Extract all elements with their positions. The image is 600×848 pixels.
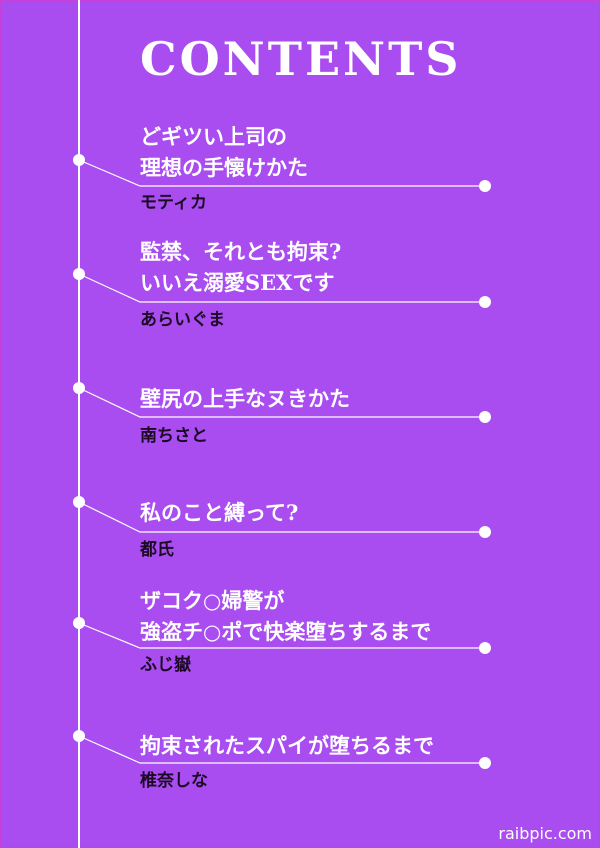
- entry-connector-line: [78, 501, 485, 533]
- spine-dot: [73, 617, 85, 629]
- line-end-dot: [479, 296, 491, 308]
- entry-title-line: ザコク○婦警が: [140, 588, 285, 613]
- entry-title: どギツい上司の理想の手懐けかた: [140, 121, 308, 183]
- entry-title: 監禁、それとも拘束? いいえ溺愛SEXです: [140, 236, 341, 298]
- entry-title-line: 私のこと縛って?: [140, 500, 299, 525]
- entry-title-line: 理想の手懐けかた: [140, 155, 308, 180]
- entry-connector-line: [78, 622, 485, 649]
- spine-dot: [73, 268, 85, 280]
- entry-title-line: いいえ溺愛SEXです: [140, 270, 335, 295]
- line-end-dot: [479, 642, 491, 654]
- spine-dot: [73, 154, 85, 166]
- spine-dot: [73, 730, 85, 742]
- entry-author: モティカ: [140, 193, 207, 213]
- spine-dot: [73, 496, 85, 508]
- entry-connector-line: [78, 735, 485, 764]
- contents-heading: CONTENTS: [140, 32, 462, 86]
- entry-title: ザコク○婦警が強盗チ○ポで快楽堕ちするまで: [140, 585, 431, 647]
- line-end-dot: [479, 757, 491, 769]
- spine-dot: [73, 382, 85, 394]
- entry-author: ふじ嶽: [140, 655, 191, 675]
- entry-title: 壁尻の上手なヌきかた: [140, 383, 350, 414]
- entry-title: 拘束されたスパイが堕ちるまで: [140, 730, 434, 761]
- entry-title-line: 強盗チ○ポで快楽堕ちするまで: [140, 619, 432, 644]
- entry-title: 私のこと縛って?: [140, 497, 298, 528]
- watermark-text: raibpic.com: [498, 824, 592, 843]
- entry-connector-line: [78, 273, 485, 303]
- entry-title-line: 壁尻の上手なヌきかた: [140, 386, 350, 411]
- timeline-spine: [78, 0, 80, 848]
- entry-connector-line: [78, 387, 485, 418]
- entry-author: 都氏: [140, 540, 174, 560]
- line-end-dot: [479, 180, 491, 192]
- entry-title-line: 監禁、それとも拘束?: [140, 239, 342, 264]
- entry-author: あらいぐま: [140, 310, 225, 330]
- entry-author: 南ちさと: [140, 426, 208, 446]
- line-end-dot: [479, 526, 491, 538]
- entry-connector-line: [78, 159, 485, 187]
- entry-title-line: 拘束されたスパイが堕ちるまで: [140, 733, 434, 758]
- entry-author: 椎奈しな: [140, 771, 208, 791]
- line-end-dot: [479, 411, 491, 423]
- entry-title-line: どギツい上司の: [140, 124, 287, 149]
